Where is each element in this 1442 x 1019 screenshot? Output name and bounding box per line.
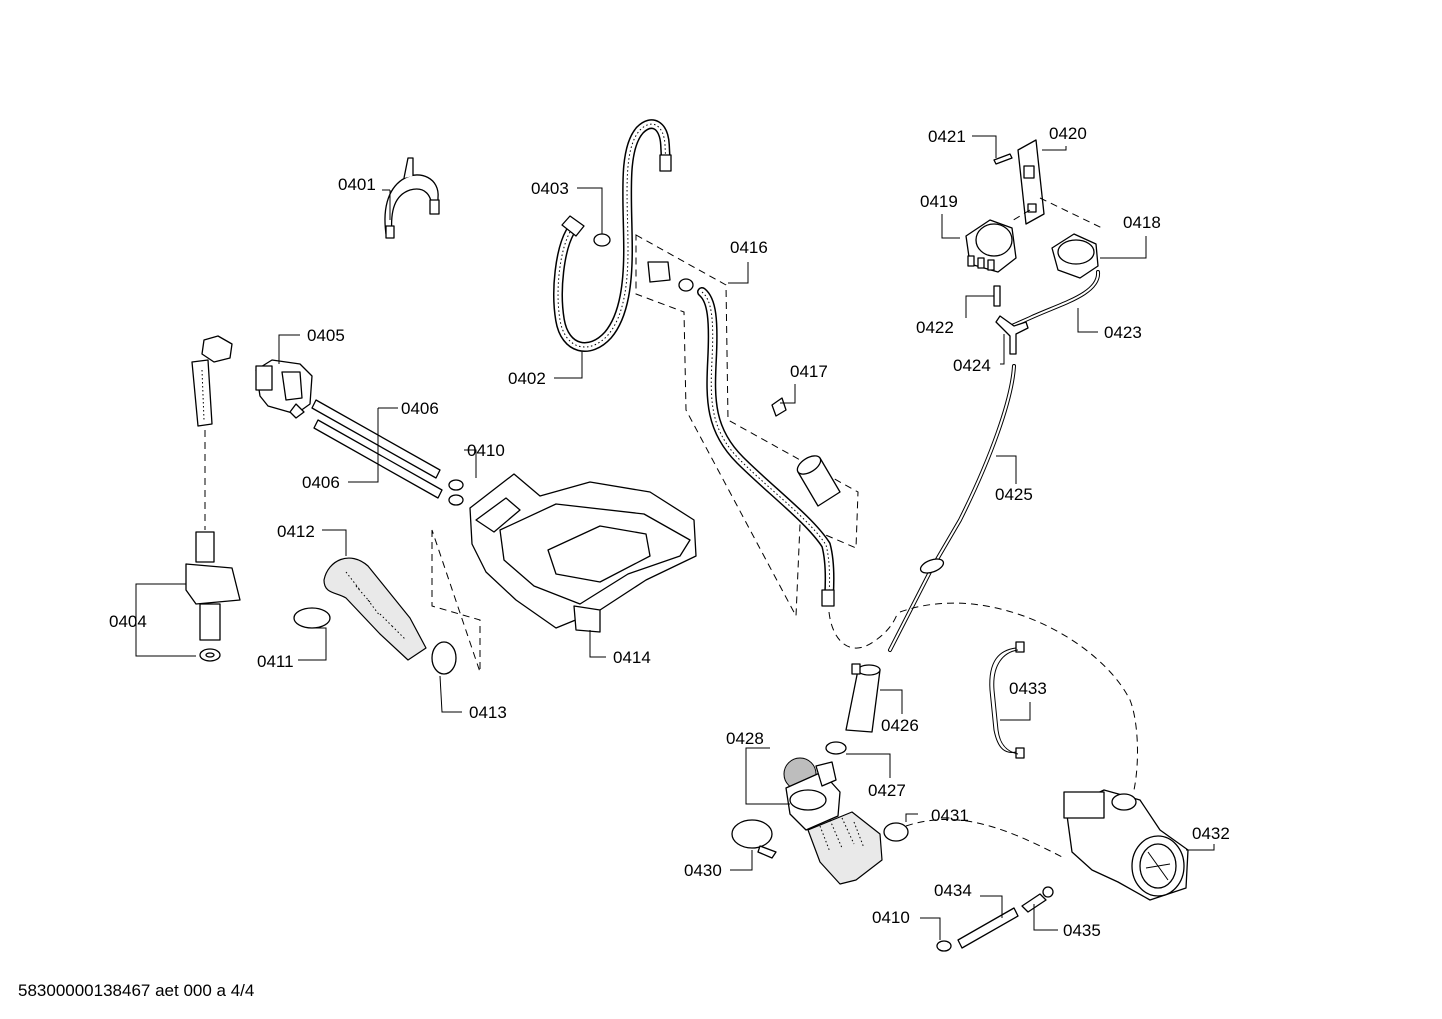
part-0430-ring-clamp <box>730 819 777 871</box>
label-0432: 0432 <box>1192 824 1230 843</box>
label-0421: 0421 <box>928 127 966 146</box>
label-0424: 0424 <box>953 356 991 375</box>
part-0412-bellows-hose <box>293 529 481 713</box>
label-0434: 0434 <box>934 881 972 900</box>
label-0419: 0419 <box>920 192 958 211</box>
part-0404-elbow-assembly <box>135 335 241 662</box>
part-0403-clamp <box>577 187 611 247</box>
label-0401: 0401 <box>338 175 376 194</box>
label-0417: 0417 <box>790 362 828 381</box>
label-0435: 0435 <box>1063 921 1101 940</box>
label-0433: 0433 <box>1009 679 1047 698</box>
part-0401-hose-bracket <box>382 157 440 239</box>
label-0410-upper: 0410 <box>467 441 505 460</box>
part-0410-clamp-pair <box>448 449 477 506</box>
label-0402: 0402 <box>508 369 546 388</box>
label-0411: 0411 <box>257 652 294 671</box>
part-0414-dispenser-housing <box>469 473 697 658</box>
part-0435-nozzle <box>1021 886 1058 931</box>
label-0412: 0412 <box>277 522 315 541</box>
label-0413: 0413 <box>469 703 507 722</box>
part-0402-inlet-hose <box>553 119 672 379</box>
part-0431-pump-bellows <box>807 811 1065 885</box>
part-weight-cylinder <box>796 455 841 507</box>
label-0418: 0418 <box>1123 213 1161 232</box>
part-0416-drain-hose <box>635 234 899 649</box>
document-id-footer: 58300000138467 aet 000 a 4/4 <box>18 981 255 1000</box>
label-0405: 0405 <box>307 326 345 345</box>
part-0417-clip <box>771 384 796 417</box>
label-0422: 0422 <box>916 318 954 337</box>
part-0419-pressure-switch <box>941 214 1017 273</box>
part-0434-hose-piece <box>957 895 1019 949</box>
label-0416: 0416 <box>730 238 768 257</box>
part-0418-pressure-switch <box>1051 233 1147 279</box>
label-0428: 0428 <box>726 729 764 748</box>
part-0424-y-connector <box>995 315 1029 365</box>
part-0422-tube-piece <box>965 285 1001 318</box>
part-0420-bracket <box>1009 139 1103 229</box>
label-0403: 0403 <box>531 179 569 198</box>
label-0414: 0414 <box>613 648 651 667</box>
part-0421-screw <box>972 135 1013 165</box>
part-0405-inlet-valve <box>255 334 313 419</box>
part-0427-clamp <box>825 741 891 778</box>
part-0433-cable <box>989 641 1031 759</box>
part-0426-air-chamber <box>845 663 903 733</box>
label-0430: 0430 <box>684 861 722 880</box>
part-0406-pipes <box>311 399 443 499</box>
label-0431: 0431 <box>931 806 969 825</box>
label-0404: 0404 <box>109 612 147 631</box>
label-0426: 0426 <box>881 716 919 735</box>
part-0428-sump <box>745 747 841 831</box>
part-0410-small-clamp <box>920 917 952 952</box>
label-0406-upper: 0406 <box>401 399 439 418</box>
label-0423: 0423 <box>1104 323 1142 342</box>
label-0420: 0420 <box>1049 124 1087 143</box>
label-0410-lower: 0410 <box>872 908 910 927</box>
part-0425-long-tube <box>888 364 1017 652</box>
part-0423-air-tube <box>1010 270 1100 333</box>
label-0406-lower: 0406 <box>302 473 340 492</box>
label-0425: 0425 <box>995 485 1033 504</box>
label-0427: 0427 <box>868 781 906 800</box>
part-0432-drain-pump <box>899 602 1215 901</box>
